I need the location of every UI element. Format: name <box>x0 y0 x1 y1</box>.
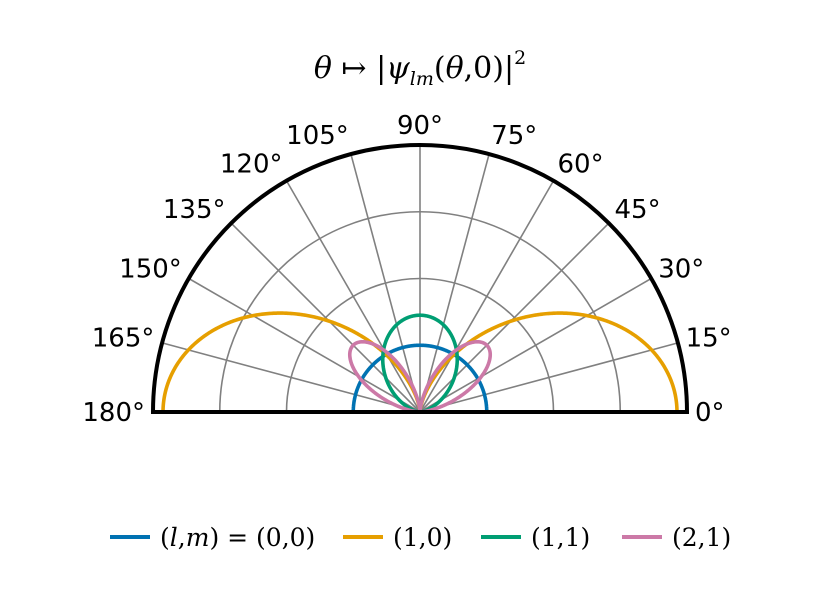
title-psi: ψ <box>386 51 410 86</box>
title-subscript: lm <box>410 68 434 90</box>
legend-label-1-part-0: (1,0) <box>393 523 452 552</box>
angular-gridline-8 <box>285 180 421 413</box>
angular-gridline-4 <box>419 180 555 413</box>
angle-tick-label-135: 135° <box>163 195 226 225</box>
legend-label-0-part-2: , <box>178 523 186 552</box>
angular-gridline-9 <box>230 222 421 413</box>
polar-frame <box>150 143 690 414</box>
polar-axis-frame <box>150 143 690 414</box>
angle-tick-label-165: 165° <box>92 324 155 354</box>
angle-tick-label-180: 180° <box>82 398 145 428</box>
angular-gridline-11 <box>161 342 421 413</box>
title-superscript: 2 <box>514 47 526 69</box>
angular-gridline-5 <box>419 153 490 413</box>
angular-gridline-10 <box>188 277 421 413</box>
title-open-paren: ( <box>434 51 446 86</box>
series-line-2 <box>380 313 460 414</box>
title-rest: ,0)| <box>464 51 514 86</box>
polar-grid <box>161 145 679 413</box>
legend-label-0-part-4: ) = (0,0) <box>209 523 315 552</box>
angle-tick-label-75: 75° <box>491 121 537 151</box>
legend: (l,m) = (0,0) (1,0) (1,1) (2,1) <box>110 523 731 552</box>
legend-label-0-part-1: l <box>170 523 178 552</box>
chart-title: θ ↦ |ψlm(θ,0)|2 <box>314 47 526 90</box>
legend-label-1: (1,0) <box>393 523 452 552</box>
legend-label-0-part-3: m <box>186 523 210 552</box>
title-arrow: ↦ | <box>332 51 386 86</box>
angle-tick-label-0: 0° <box>695 398 725 428</box>
legend-label-3: (2,1) <box>672 523 731 552</box>
angle-tick-label-60: 60° <box>558 150 604 180</box>
angle-tick-label-15: 15° <box>686 324 732 354</box>
angle-tick-label-45: 45° <box>615 195 661 225</box>
angle-tick-label-150: 150° <box>119 255 182 285</box>
angle-tick-labels: 0° 15° 30° 45° 60° 75° 90° 105°120° 135° 150° 165°… <box>82 111 731 428</box>
legend-label-3-part-0: (2,1) <box>672 523 731 552</box>
angular-gridline-2 <box>419 277 652 413</box>
angular-gridline-7 <box>350 153 421 413</box>
title-theta-arg: θ <box>446 51 464 86</box>
angle-tick-label-120: 120° <box>220 150 283 180</box>
angular-gridline-1 <box>419 342 679 413</box>
angle-tick-label-90: 90° <box>397 111 443 141</box>
title-theta: θ <box>314 51 332 86</box>
angle-tick-label-105: 105° <box>286 121 349 151</box>
legend-label-0-part-0: ( <box>160 523 170 552</box>
legend-label-2-part-0: (1,1) <box>531 523 590 552</box>
angle-tick-label-30: 30° <box>658 255 704 285</box>
legend-label-0: (l,m) = (0,0) <box>160 523 315 552</box>
legend-label-2: (1,1) <box>531 523 590 552</box>
angular-gridline-3 <box>419 222 610 413</box>
